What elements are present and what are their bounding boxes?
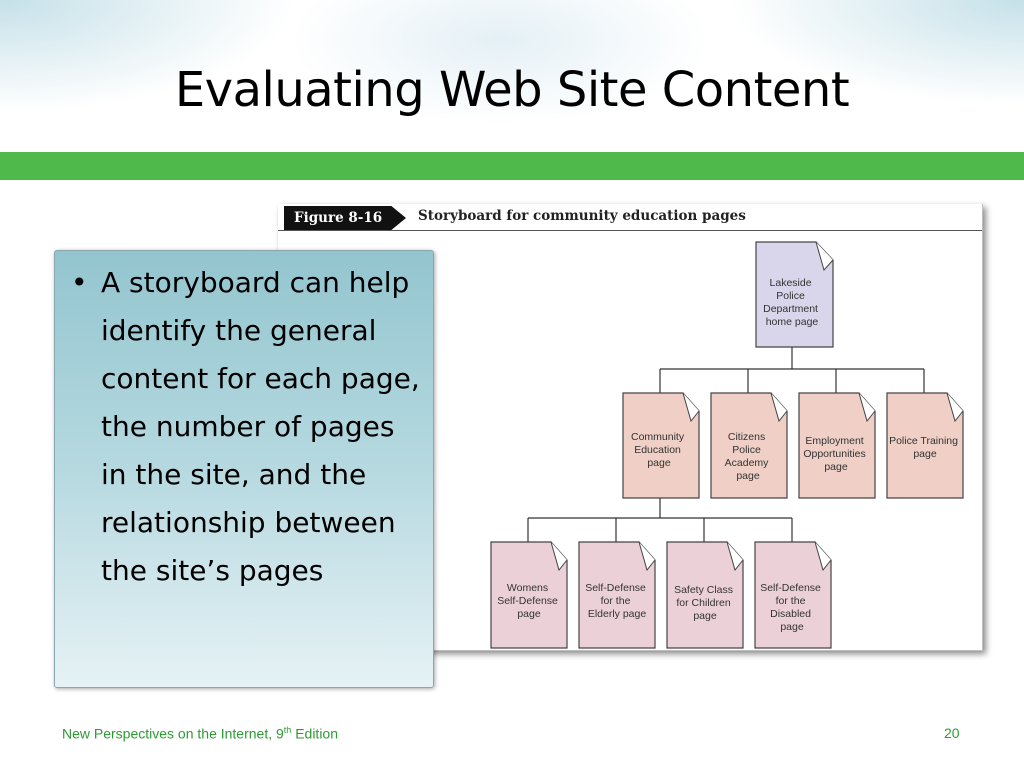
figure-caption: Storyboard for community education pages (418, 208, 746, 224)
footer-title-suffix: Edition (291, 725, 339, 742)
page-home-line: Lakeside (770, 277, 812, 289)
page-fold-icon (770, 392, 788, 423)
page-shape (622, 392, 700, 499)
page-home: Lakeside Police Department home page (755, 241, 834, 348)
page-label-line: Opportunities (803, 448, 865, 460)
figure-number: Figure 8-16 (284, 206, 406, 230)
page-shape (666, 541, 744, 649)
bullet-text-box: • A storyboard can help identify the gen… (54, 250, 434, 688)
page-shape (886, 392, 964, 499)
svg-text:Womens Self-Defense: Womens Self-Defense page (497, 582, 561, 620)
page-shape (710, 392, 788, 499)
svg-text:Safety Class for Ch: Safety Class for Children page (674, 584, 736, 622)
storyboard-diagram: Lakeside Police Department home page Com… (490, 241, 964, 649)
page-label-line: Elderly page (588, 608, 647, 620)
page-home-shape (755, 241, 834, 348)
slide-title: Evaluating Web Site Content (174, 62, 850, 118)
page-label-line: page (913, 448, 937, 460)
page-label-line: page (693, 610, 717, 622)
page-label-line: Disabled (770, 608, 811, 620)
page-citizens-police-academy: Citizens Police Academy page (710, 392, 788, 499)
page-label-line: for Children (676, 597, 730, 609)
page-label-line: Self-Defense (760, 582, 821, 594)
page-shape (754, 541, 832, 649)
page-label-line: Self-Defense (497, 595, 558, 607)
page-shape (578, 541, 656, 649)
page-label-line: page (780, 621, 804, 633)
page-community-education: Community Education page (622, 392, 700, 499)
page-employment-opportunities: Employment Opportunities page (798, 392, 876, 499)
page-shape (490, 541, 568, 649)
page-fold-icon (726, 541, 744, 572)
page-label-line: for the (776, 595, 806, 607)
page-fold-icon (946, 392, 964, 423)
page-fold-icon (682, 392, 700, 423)
figure-header: Figure 8-16 Storyboard for community edu… (278, 204, 982, 231)
page-label-line: Safety Class (674, 584, 733, 596)
page-label-line: Citizens (728, 431, 765, 443)
svg-text:Police Training page: Police Training page (889, 435, 961, 460)
page-label-line: Police Training (889, 435, 958, 447)
page-home-line: Department (763, 303, 818, 315)
page-fold-icon (550, 541, 568, 572)
page-self-defense-elderly: Self-Defense for the Elderly page (578, 541, 656, 649)
page-womens-self-defense: Womens Self-Defense page (490, 541, 568, 649)
connector-lines (527, 347, 925, 542)
svg-text:Employment Opportuni: Employment Opportunities page (803, 435, 868, 473)
page-home-line: home page (766, 316, 819, 328)
bullet-dot-icon: • (71, 266, 88, 299)
footer-title-superscript: th (283, 725, 292, 735)
svg-text:Self-Defense for the: Self-Defense for the Disabled page (760, 582, 824, 633)
svg-text:Self-Defense for the: Self-Defense for the Elderly page (585, 582, 649, 620)
accent-bar (0, 152, 1024, 180)
bullet-item: • A storyboard can help identify the gen… (71, 259, 421, 595)
page-label-line: Police (732, 444, 761, 456)
svg-text:Lakeside Police: Lakeside Police Department home page (763, 277, 821, 328)
page-label-line: Community (631, 431, 685, 443)
page-label-line: Academy (725, 457, 770, 469)
slide-page-number: 20 (944, 725, 960, 741)
page-label-line: page (517, 608, 541, 620)
page-shape (798, 392, 876, 499)
page-label-line: page (824, 461, 848, 473)
page-police-training: Police Training page (886, 392, 964, 499)
page-home-fold-icon (815, 241, 834, 272)
footer-title-text: New Perspectives on the Internet, 9 (62, 725, 284, 742)
page-label-line: Education (634, 444, 681, 456)
page-label-line: Self-Defense (585, 582, 646, 594)
page-fold-icon (638, 541, 656, 572)
page-label-line: Womens (507, 582, 548, 594)
page-label-line: Employment (805, 435, 863, 447)
page-fold-icon (814, 541, 832, 572)
page-label-line: page (736, 470, 760, 482)
page-label-line: page (647, 457, 671, 469)
page-label-line: for the (601, 595, 631, 607)
page-self-defense-disabled: Self-Defense for the Disabled page (754, 541, 832, 649)
svg-text:Community Education: Community Education page (631, 431, 687, 469)
page-fold-icon (858, 392, 876, 423)
bullet-text: A storyboard can help identify the gener… (101, 266, 420, 587)
page-home-line: Police (776, 290, 805, 302)
page-safety-class-children: Safety Class for Children page (666, 541, 744, 649)
footer-book-title: New Perspectives on the Internet, 9th Ed… (62, 725, 338, 742)
svg-text:Citizens Police: Citizens Police Academy page (725, 431, 772, 482)
